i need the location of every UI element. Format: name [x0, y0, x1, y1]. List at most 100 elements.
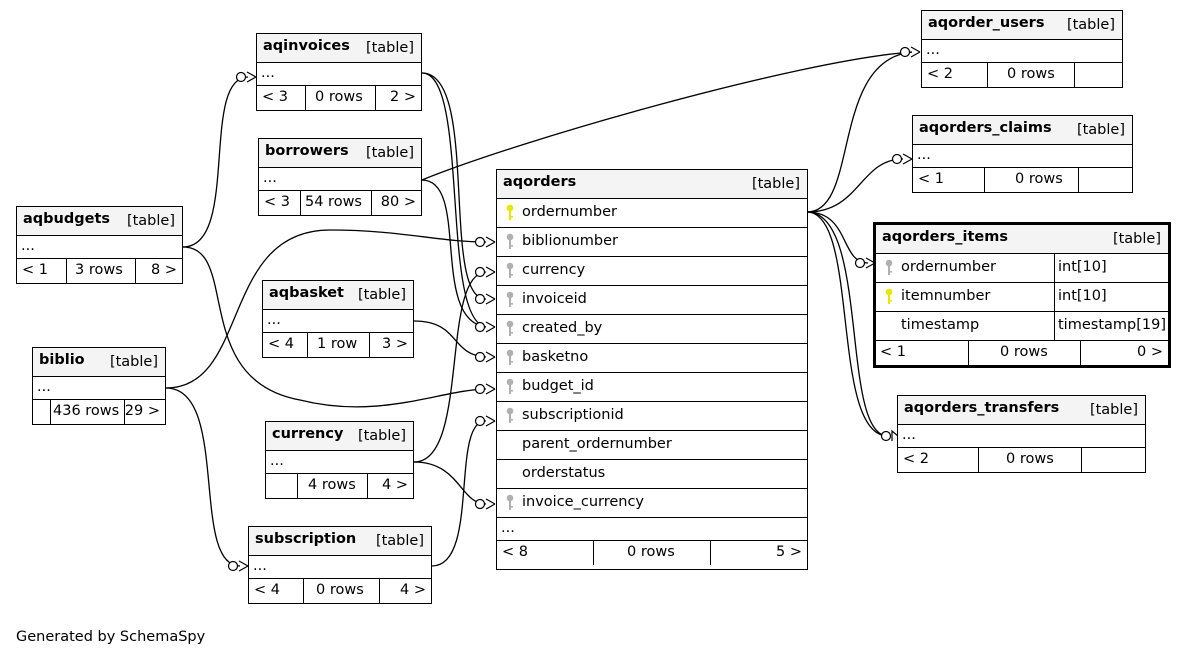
- row-count: 0 rows: [1000, 344, 1048, 360]
- ellipsis: ...: [270, 453, 284, 469]
- table-name[interactable]: aqorders_claims: [919, 120, 1052, 136]
- row-count: 0 rows: [1015, 171, 1063, 187]
- relation-subscription-aqorders: [431, 420, 487, 567]
- table-name[interactable]: biblio: [39, 352, 85, 368]
- row-count: 54 rows: [305, 194, 362, 210]
- relation-aqorders-aqorders-transfers: [806, 211, 889, 437]
- table-name[interactable]: aqbasket: [269, 285, 344, 301]
- relation-aqorders-aqorders-claims: [806, 158, 904, 213]
- column-row[interactable]: basketno: [497, 344, 807, 373]
- table-aqorders-claims[interactable]: aqorders_claims[table] ... < 1 0 rows: [912, 115, 1133, 193]
- table-name[interactable]: subscription: [255, 531, 357, 547]
- relation-aqorders-aqorder-users: [806, 51, 913, 213]
- parents-count[interactable]: < 1: [22, 262, 48, 278]
- parents-count[interactable]: < 8: [502, 544, 528, 560]
- table-type: [table]: [357, 287, 406, 303]
- column-row[interactable]: currency: [497, 257, 807, 286]
- relation-biblio-aqorders: [165, 229, 487, 389]
- table-subscription[interactable]: subscription[table] ... < 4 0 rows 4 >: [248, 526, 432, 604]
- foreign-key-icon: [505, 291, 515, 309]
- column-row[interactable]: ordernumber: [497, 199, 807, 228]
- table-name[interactable]: aqorder_users: [928, 15, 1045, 31]
- parents-count[interactable]: < 3: [264, 194, 290, 210]
- ellipsis: ...: [261, 65, 275, 81]
- column-name: invoiceid: [522, 291, 587, 307]
- table-aqinvoices[interactable]: aqinvoices[table] ... < 3 0 rows 2 >: [256, 33, 422, 111]
- parents-count[interactable]: < 1: [880, 344, 906, 360]
- table-aqorders-transfers[interactable]: aqorders_transfers[table] ... < 2 0 rows: [897, 395, 1146, 473]
- column-row[interactable]: biblionumber: [497, 228, 807, 257]
- row-count: 0 rows: [627, 544, 675, 560]
- relation-aqbudgets-aqinvoices: [182, 76, 249, 248]
- row-count: 0 rows: [315, 89, 363, 105]
- ellipsis: ...: [926, 42, 940, 58]
- ellipsis: ...: [253, 558, 267, 574]
- foreign-key-icon: [505, 494, 515, 512]
- table-name[interactable]: aqinvoices: [263, 38, 350, 54]
- column-type: int[10]: [1058, 259, 1107, 275]
- foreign-key-icon: [505, 320, 515, 338]
- parents-count[interactable]: < 2: [903, 451, 929, 467]
- column-name: ordernumber: [901, 259, 997, 275]
- row-count: 0 rows: [1007, 66, 1055, 82]
- children-count[interactable]: 8 >: [151, 262, 177, 278]
- foreign-key-icon: [505, 233, 515, 251]
- foreign-key-icon: [505, 407, 515, 425]
- children-count[interactable]: 0 >: [1137, 344, 1163, 360]
- foreign-key-icon: [505, 349, 515, 367]
- primary-key-icon: [505, 204, 515, 222]
- column-row[interactable]: subscriptionid: [497, 402, 807, 431]
- relation-biblio-subscription: [165, 387, 241, 567]
- table-name[interactable]: aqorders_items: [882, 229, 1008, 245]
- table-name[interactable]: aqorders_transfers: [904, 400, 1060, 416]
- table-name[interactable]: currency: [272, 426, 344, 442]
- children-count[interactable]: 2 >: [390, 89, 416, 105]
- table-type: [table]: [1112, 231, 1161, 247]
- column-name: orderstatus: [522, 465, 606, 481]
- table-biblio[interactable]: biblio[table] ... 436 rows 29 >: [32, 347, 166, 425]
- table-name[interactable]: borrowers: [265, 143, 349, 159]
- children-count[interactable]: 80 >: [380, 194, 416, 210]
- table-currency[interactable]: currency[table] ... 4 rows 4 >: [265, 421, 414, 499]
- parents-count[interactable]: < 4: [268, 336, 294, 352]
- column-row[interactable]: ordernumber int[10]: [876, 254, 1168, 283]
- column-name: basketno: [522, 349, 589, 365]
- column-row[interactable]: created_by: [497, 315, 807, 344]
- relation-currency-aqorders: [413, 271, 487, 463]
- parents-count[interactable]: < 4: [254, 582, 280, 598]
- table-aqbasket[interactable]: aqbasket[table] ... < 4 1 row 3 >: [262, 280, 414, 358]
- parents-count[interactable]: < 1: [918, 171, 944, 187]
- children-count[interactable]: 29 >: [124, 403, 160, 419]
- children-count[interactable]: 4 >: [400, 582, 426, 598]
- column-row[interactable]: orderstatus: [497, 460, 807, 489]
- foreign-key-icon: [505, 378, 515, 396]
- table-aqorder-users[interactable]: aqorder_users[table] ... < 2 0 rows: [921, 10, 1123, 88]
- column-row[interactable]: invoiceid: [497, 286, 807, 315]
- column-row[interactable]: parent_ordernumber: [497, 431, 807, 460]
- row-count: 1 row: [317, 336, 358, 352]
- column-name: ordernumber: [522, 204, 618, 220]
- foreign-key-icon: [884, 259, 894, 277]
- column-row[interactable]: budget_id: [497, 373, 807, 402]
- column-name: subscriptionid: [522, 407, 624, 423]
- table-name[interactable]: aqbudgets: [23, 211, 111, 227]
- children-count[interactable]: 3 >: [382, 336, 408, 352]
- table-aqbudgets[interactable]: aqbudgets[table] ... < 1 3 rows 8 >: [16, 206, 183, 284]
- children-count[interactable]: 4 >: [382, 477, 408, 493]
- parents-count[interactable]: < 3: [262, 89, 288, 105]
- relation-aqorders-aqorders-transfers-2: [806, 211, 889, 437]
- table-borrowers[interactable]: borrowers[table] ... < 3 54 rows 80 >: [258, 138, 422, 216]
- column-name: currency: [522, 262, 586, 278]
- table-aqorders-items[interactable]: aqorders_items [table] ordernumber int[10]…: [873, 222, 1171, 368]
- column-row[interactable]: invoice_currency: [497, 489, 807, 518]
- parents-count[interactable]: < 2: [927, 66, 953, 82]
- column-type: timestamp[19]: [1058, 317, 1166, 333]
- children-count[interactable]: 5 >: [776, 544, 802, 560]
- table-name[interactable]: aqorders: [503, 174, 577, 190]
- primary-key-icon: [884, 288, 894, 306]
- foreign-key-icon: [505, 262, 515, 280]
